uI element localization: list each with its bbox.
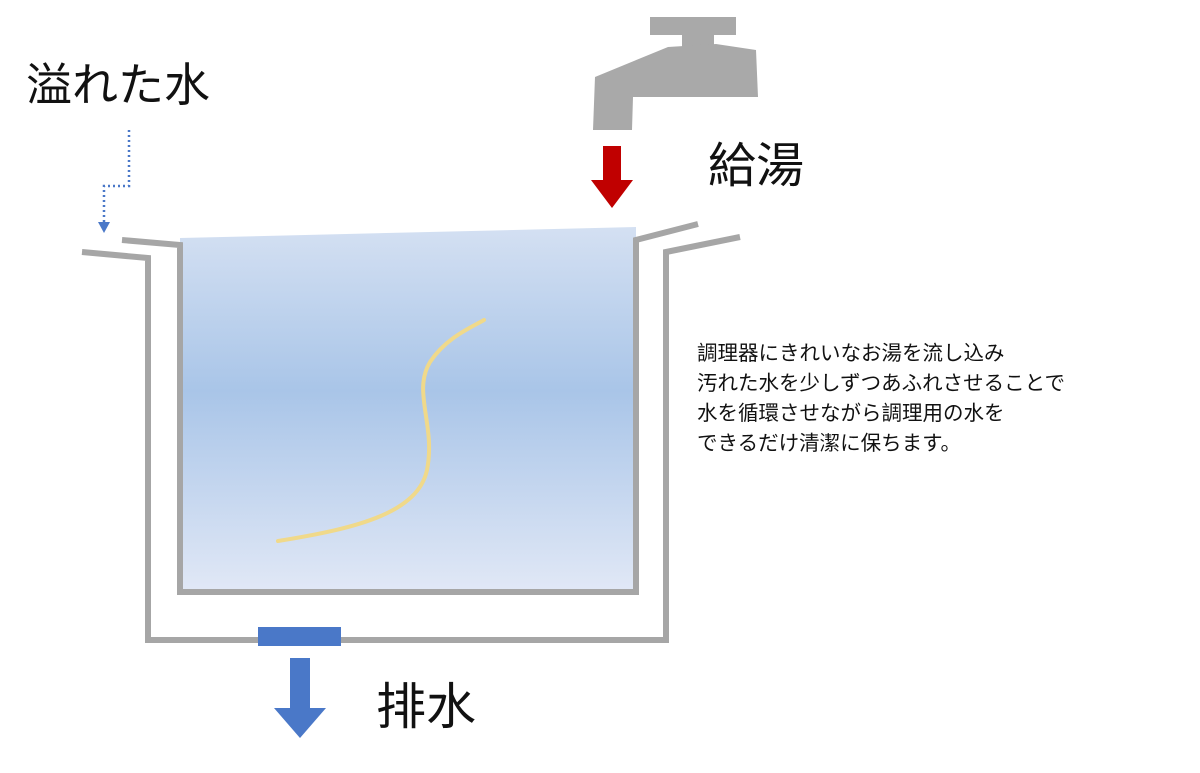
overflow-arrow-icon: [98, 130, 131, 233]
faucet-icon: [593, 17, 758, 130]
hot-water-arrow-icon: [591, 146, 633, 208]
description-line: できるだけ清潔に保ちます。: [697, 431, 962, 455]
hot-water-supply-label: 給湯: [708, 138, 805, 194]
description-text: 調理器にきれいなお湯を流し込み 汚れた水を少しずつあふれさせることで 水を循環さ…: [697, 338, 1065, 458]
inner-pot: [121, 221, 699, 595]
water: [180, 227, 636, 592]
description-line: 汚れた水を少しずつあふれさせることで: [697, 371, 1065, 395]
drain-outlet: [258, 627, 341, 646]
outer-pot: [81, 234, 741, 643]
description-line: 水を循環させながら調理用の水を: [697, 401, 1005, 425]
drain-arrow-icon: [274, 658, 326, 738]
noodle: [276, 318, 486, 543]
description-line: 調理器にきれいなお湯を流し込み: [697, 341, 1005, 365]
overflow-water-label: 溢れた水: [26, 58, 210, 112]
drain-label: 排水: [376, 678, 476, 736]
